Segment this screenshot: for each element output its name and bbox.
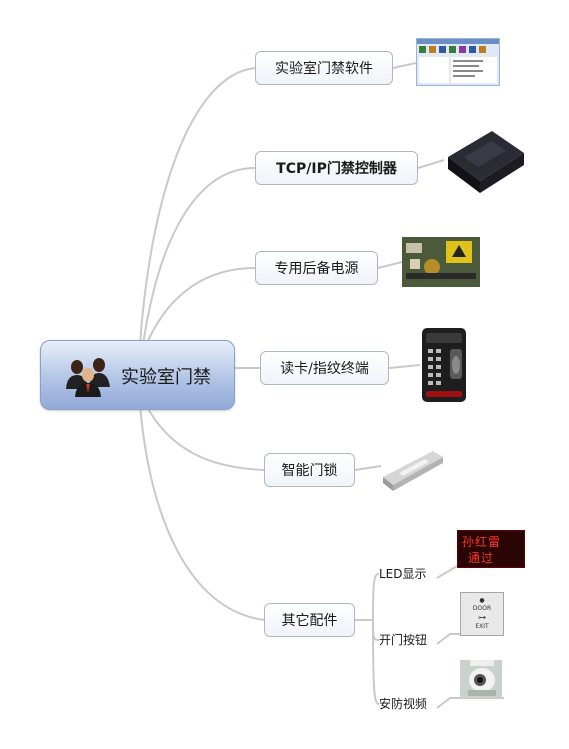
central-topic[interactable]: 实验室门禁	[40, 340, 235, 410]
software-screenshot-image	[416, 38, 500, 86]
topic-reader[interactable]: 读卡/指纹终端	[260, 351, 389, 385]
magnetic-lock-image	[381, 443, 445, 493]
topic-power[interactable]: 专用后备电源	[255, 251, 378, 285]
key-icon: ⊶	[478, 613, 486, 622]
topic-accessories[interactable]: 其它配件	[264, 603, 355, 637]
topic-lock[interactable]: 智能门锁	[264, 453, 355, 487]
people-group-icon	[66, 358, 110, 397]
led-line-1: 孙红雷	[462, 535, 502, 549]
subtopic-exit-button-label: 开门按钮	[379, 633, 428, 647]
security-camera-image	[460, 660, 502, 698]
topic-software[interactable]: 实验室门禁软件	[255, 51, 393, 85]
subtopic-led[interactable]: LED显示	[379, 565, 427, 582]
subtopic-led-label: LED显示	[379, 567, 427, 581]
topic-accessories-label: 其它配件	[281, 613, 338, 629]
led-line-2: 通过	[468, 551, 495, 565]
central-topic-label: 实验室门禁	[121, 367, 211, 388]
power-supply-image	[402, 237, 480, 287]
exit-button-image: ● DOOR ⊶ EXIT	[460, 592, 504, 636]
subtopic-exit-button[interactable]: 开门按钮	[379, 631, 427, 648]
topic-controller[interactable]: TCP/IP门禁控制器	[255, 151, 418, 185]
topic-lock-label: 智能门锁	[281, 463, 338, 479]
topic-reader-label: 读卡/指纹终端	[280, 361, 369, 377]
exit-button-bottom-text: EXIT	[475, 623, 489, 630]
subtopic-camera[interactable]: 安防视频	[379, 695, 427, 712]
led-display-image: 孙红雷 通过	[457, 530, 525, 568]
topic-power-label: 专用后备电源	[274, 261, 359, 277]
fingerprint-reader-image	[420, 327, 468, 403]
topic-controller-label: TCP/IP门禁控制器	[276, 161, 397, 177]
subtopic-camera-label: 安防视频	[379, 697, 428, 711]
controller-box-image	[444, 127, 526, 195]
exit-button-dot: ●	[479, 597, 485, 604]
topic-software-label: 实验室门禁软件	[275, 61, 373, 77]
exit-button-top-text: DOOR	[472, 605, 492, 612]
